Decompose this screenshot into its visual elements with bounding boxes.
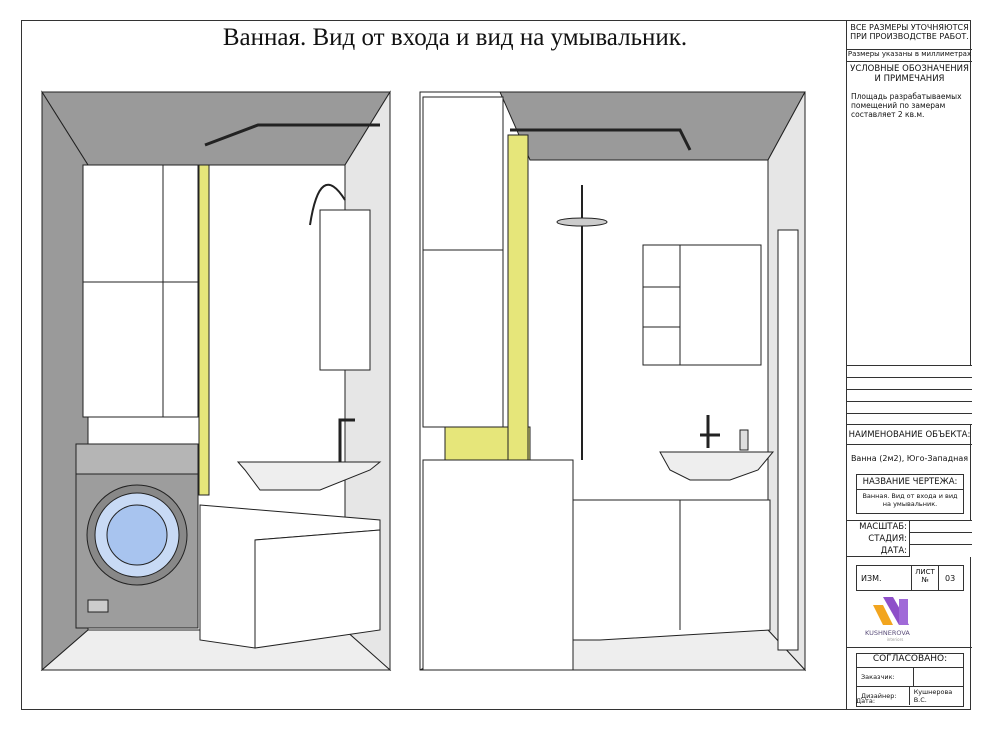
- designer-value: Кушнерова В.С.: [913, 688, 953, 704]
- revision-table: [847, 365, 972, 425]
- client-label: Заказчик:: [857, 668, 914, 686]
- mirror-cabinet: [642, 244, 762, 366]
- drawing-name-box: НАЗВАНИЕ ЧЕРТЕЖА: Ванная. Вид от входа и…: [856, 474, 964, 514]
- ceiling: [41, 91, 391, 166]
- area-note: Площадь разрабатываемых помещений по зам…: [851, 92, 962, 119]
- bathtub: [572, 499, 771, 641]
- dimensions-note: ВСЕ РАЗМЕРЫ УТОЧНЯЮТСЯ ПРИ ПРОИЗВОДСТВЕ …: [847, 20, 972, 50]
- title-block: ВСЕ РАЗМЕРЫ УТОЧНЯЮТСЯ ПРИ ПРОИЗВОДСТВЕ …: [846, 20, 972, 710]
- date-label: ДАТА:: [880, 546, 907, 556]
- scale-label: МАСШТАБ:: [859, 522, 907, 532]
- sheet-number: 03: [945, 574, 956, 583]
- object-label: НАИМЕНОВАНИЕ ОБЪЕКТА:: [847, 425, 972, 445]
- scale-stage-date: МАСШТАБ: СТАДИЯ: ДАТА:: [847, 520, 972, 557]
- shower-curtain: [507, 134, 529, 466]
- approval-box: СОГЛАСОВАНО: Заказчик: Дизайнер: Кушнеро…: [856, 653, 964, 707]
- approved-label: СОГЛАСОВАНО:: [857, 654, 963, 668]
- sheet-box: ИЗМ. ЛИСТ № 03: [856, 565, 964, 591]
- approval-date-label: Дата:: [856, 697, 876, 705]
- logo-mark: [873, 597, 909, 625]
- object-value: Ванна (2м2), Юго-Западная: [850, 454, 969, 463]
- bathroom-views-drawing: [40, 90, 807, 672]
- designer-label: Дизайнер:: [857, 687, 910, 705]
- sink: [659, 451, 775, 481]
- shower-curtain: [198, 164, 210, 496]
- logo-text: KUSHNEROVA: [865, 629, 910, 637]
- ceiling: [499, 91, 806, 161]
- legend-heading: УСЛОВНЫЕ ОБОЗНАЧЕНИЯ И ПРИМЕЧАНИЯ: [850, 64, 969, 84]
- units-note: Размеры указаны в миллиметрах: [847, 50, 972, 62]
- page-title: Ванная. Вид от входа и вид на умывальник…: [222, 24, 688, 51]
- mirror-cabinet: [319, 209, 371, 371]
- stage-label: СТАДИЯ:: [868, 534, 907, 544]
- upper-cabinet: [82, 164, 199, 418]
- sheet-label: ЛИСТ №: [911, 566, 939, 590]
- sink: [236, 461, 382, 491]
- rev-label: ИЗМ.: [861, 574, 882, 583]
- washing-machine-side: [422, 459, 574, 671]
- company-logo: KUSHNEROVA interiors: [865, 595, 925, 642]
- tall-cabinet: [422, 96, 504, 428]
- logo-subtext: interiors: [886, 637, 904, 642]
- view-entrance: [40, 90, 392, 672]
- drawing-value: Ванная. Вид от входа и вид на умывальник…: [862, 492, 958, 508]
- drawing-label: НАЗВАНИЕ ЧЕРТЕЖА:: [857, 475, 963, 490]
- view-washbasin: [419, 91, 807, 672]
